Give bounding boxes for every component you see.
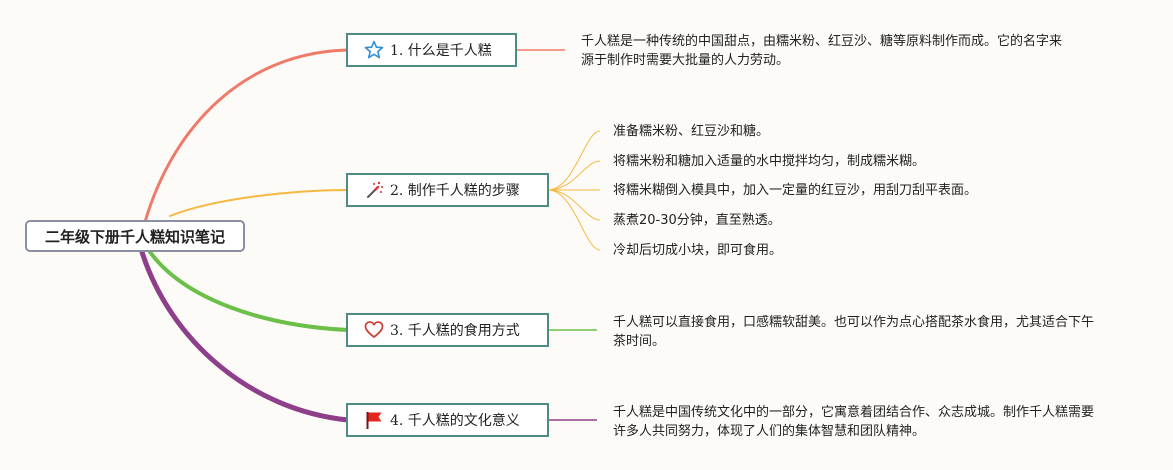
leaf-fan-2 — [548, 130, 601, 251]
step-item: 蒸煮20-30分钟，直至熟透。 — [613, 213, 781, 228]
topic-label: 3. 千人糕的食用方式 — [390, 323, 520, 339]
topic-label: 4. 千人糕的文化意义 — [390, 413, 520, 429]
topic-label: 2. 制作千人糕的步骤 — [390, 183, 520, 199]
root-topic[interactable]: 二年级下册千人糕知识笔记 — [25, 220, 245, 252]
step-item: 准备糯米粉、红豆沙和糖。 — [613, 124, 770, 139]
topic-what-is[interactable]: 1. 什么是千人糕 — [346, 33, 517, 67]
topic-steps[interactable]: 2. 制作千人糕的步骤 — [346, 173, 549, 207]
heart-icon — [364, 320, 384, 340]
magic-wand-icon — [364, 180, 384, 200]
step-item: 将糯米粉和糖加入适量的水中搅拌均匀，制成糯米糊。 — [613, 154, 926, 169]
topic-label: 1. 什么是千人糕 — [390, 43, 492, 59]
branch-line-1 — [143, 48, 350, 224]
step-item: 将糯米糊倒入模具中，加入一定量的红豆沙，用刮刀刮平表面。 — [613, 183, 978, 198]
branch-line-2 — [169, 189, 349, 217]
topic-3-detail: 千人糕可以直接食用，口感糯软甜美。也可以作为点心搭配茶水食用，尤其适合下午茶时间… — [613, 315, 1095, 349]
branch-line-3 — [148, 250, 350, 332]
step-item: 冷却后切成小块，即可食用。 — [613, 243, 783, 258]
topic-eating[interactable]: 3. 千人糕的食用方式 — [346, 313, 549, 347]
topic-culture[interactable]: 4. 千人糕的文化意义 — [346, 403, 549, 437]
topic-4-detail: 千人糕是中国传统文化中的一部分，它寓意着团结合作、众志成城。制作千人糕需要许多人… — [613, 405, 1095, 439]
star-icon — [364, 40, 384, 60]
branch-line-4 — [139, 249, 351, 423]
topic-1-detail: 千人糕是一种传统的中国甜点，由糯米粉、红豆沙、糖等原料制作而成。它的名字来源于制… — [581, 34, 1063, 68]
red-flag-icon — [364, 410, 384, 430]
